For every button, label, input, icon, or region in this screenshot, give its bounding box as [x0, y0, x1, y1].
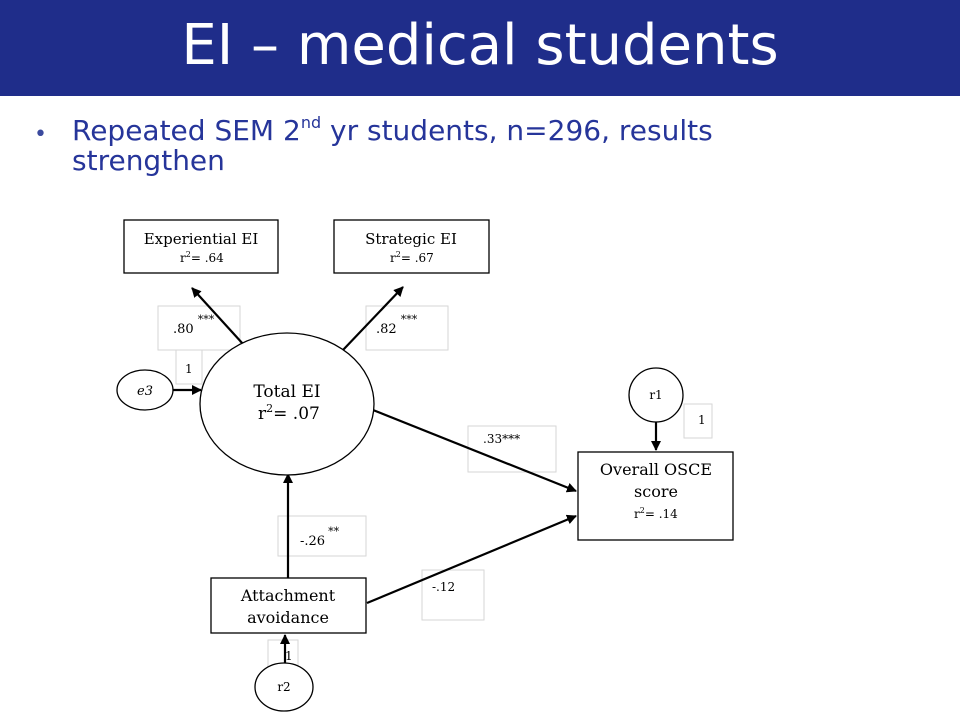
node-experiential-r2: r2= .64 [180, 250, 224, 265]
path-total-experiential [191, 287, 244, 345]
node-osce-box [577, 451, 734, 541]
node-r2: r2 [254, 662, 314, 712]
node-total-ellipse [199, 332, 375, 476]
path-total-osce [372, 408, 577, 493]
node-attachment-label-line1: Attachment [240, 586, 336, 605]
path-total-strategic [342, 286, 404, 351]
node-r1: r1 [628, 367, 684, 423]
node-r2-ellipse [254, 662, 314, 712]
node-r1-circle [628, 367, 684, 423]
label-box-26 [277, 515, 367, 557]
title-bar [0, 0, 960, 96]
node-strategic-ei: Strategic EI r2= .67 [333, 219, 490, 274]
node-osce-r2: r2= .14 [634, 506, 678, 521]
node-experiential-box [123, 219, 279, 274]
node-experiential-ei: Experiential EI r2= .64 [123, 219, 279, 274]
node-osce-label-line1: Overall OSCE [600, 460, 712, 479]
node-e3: e3 [116, 369, 174, 411]
node-experiential-label: Experiential EI [144, 230, 259, 248]
node-strategic-box [333, 219, 490, 274]
label-box-82 [365, 305, 449, 351]
node-osce-label-line2: score [634, 482, 678, 501]
node-strategic-r2: r2= .67 [390, 250, 434, 265]
node-strategic-label: Strategic EI [365, 230, 457, 248]
coef-attachment-osce: -.12 [432, 580, 455, 594]
bullet-text: Repeated SEM 2nd yr students, n=296, res… [72, 113, 852, 177]
coef-total-osce: .33*** [483, 432, 520, 446]
node-osce-score: Overall OSCE score r2= .14 [577, 451, 734, 541]
node-total-r2: r2= .07 [258, 402, 320, 424]
label-box-12 [421, 569, 485, 621]
bullet-prefix: Repeated SEM 2 [72, 114, 301, 147]
node-total-label: Total EI [253, 382, 320, 402]
slide-title: EI – medical students [181, 13, 779, 78]
label-box-e3 [175, 349, 203, 385]
node-r2-label: r2 [277, 680, 290, 694]
path-attachment-osce [366, 514, 577, 605]
node-e3-ellipse [116, 369, 174, 411]
node-r1-label: r1 [649, 388, 662, 402]
coef-r2-attachment: 1 [285, 649, 293, 663]
node-total-ei: Total EI r2= .07 [199, 332, 375, 476]
bullet-superscript: nd [300, 113, 322, 132]
node-attachment-label-line2: avoidance [247, 608, 329, 627]
bullet-dot: • [34, 122, 47, 147]
coef-attachment-total: -.26** [300, 525, 340, 549]
coef-total-experiential: .80*** [173, 313, 215, 337]
coef-r1-osce: 1 [698, 413, 706, 427]
coef-total-strategic: .82*** [376, 313, 418, 337]
node-attachment-box [210, 577, 367, 634]
node-attachment-avoidance: Attachment avoidance [210, 577, 367, 634]
node-e3-label: e3 [137, 384, 153, 399]
label-box-r1 [683, 403, 713, 439]
coef-e3-total: 1 [185, 362, 193, 376]
bullet-suffix: yr students, n=296, results strengthen [72, 114, 713, 177]
